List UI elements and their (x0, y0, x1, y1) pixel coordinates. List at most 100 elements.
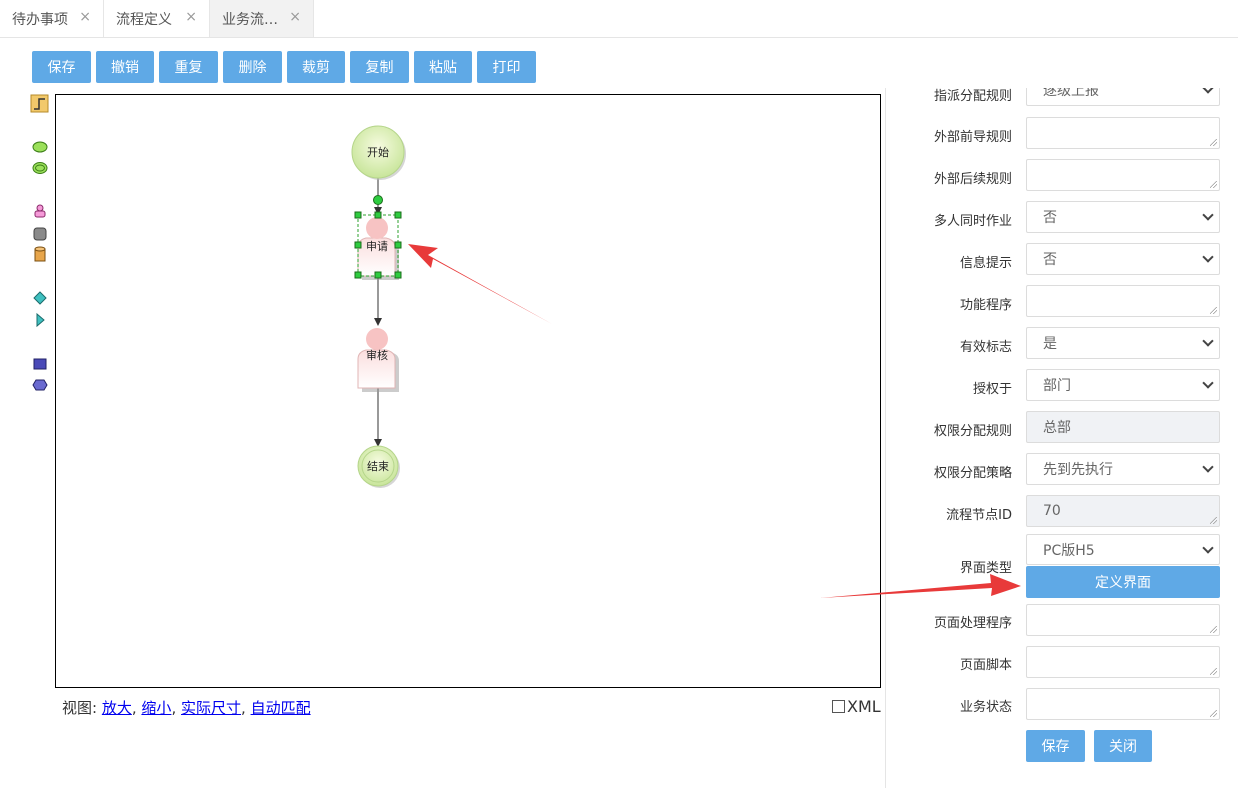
redo-button[interactable]: 重复 (159, 51, 218, 83)
apply-node-label: 申请 (366, 240, 388, 253)
business-status-textarea[interactable] (1026, 688, 1220, 720)
paste-button[interactable]: 粘贴 (414, 51, 472, 83)
field-label: 流程节点ID (946, 508, 1012, 523)
external-post-rule-textarea[interactable] (1026, 159, 1220, 191)
copy-button[interactable]: 复制 (350, 51, 409, 83)
function-program-textarea[interactable] (1026, 285, 1220, 317)
define-ui-button[interactable]: 定义界面 (1026, 566, 1220, 598)
tab-bar: 待办事项 × 流程定义 × 业务流… × (0, 0, 1238, 38)
chevron-down-icon (1202, 88, 1214, 94)
start-node[interactable] (351, 125, 406, 180)
tab-todo[interactable]: 待办事项 × (0, 0, 104, 37)
zoom-out-link[interactable]: 缩小 (141, 699, 172, 717)
end-node[interactable] (357, 445, 400, 488)
end-ellipse-icon[interactable] (32, 162, 48, 174)
field-label: 有效标志 (959, 340, 1012, 355)
multi-user-select[interactable]: 否 (1026, 201, 1220, 233)
panel-save-button[interactable]: 保存 (1026, 730, 1085, 762)
permission-strategy-select[interactable]: 先到先执行 (1026, 453, 1220, 485)
view-bar: 视图: 放大, 缩小, 实际尺寸, 自动匹配 (62, 697, 311, 718)
triangle-icon[interactable] (36, 312, 45, 328)
close-icon[interactable]: × (185, 9, 197, 25)
start-node-label: 开始 (367, 145, 389, 159)
tab-label: 业务流… (222, 11, 278, 28)
print-button[interactable]: 打印 (477, 51, 536, 83)
xml-toggle[interactable]: XML (832, 697, 881, 716)
task-icon[interactable] (33, 227, 47, 241)
save-button[interactable]: 保存 (32, 51, 91, 83)
field-label: 功能程序 (959, 298, 1012, 313)
arrowhead-icon (374, 439, 382, 447)
select-value: 是 (1043, 336, 1057, 352)
diamond-icon[interactable] (33, 291, 47, 305)
shape-palette (30, 94, 49, 391)
database-icon[interactable] (34, 246, 46, 262)
panel-close-button[interactable]: 关闭 (1094, 730, 1152, 762)
tab-business-process[interactable]: 业务流… × (210, 0, 314, 37)
chevron-down-icon (1202, 335, 1214, 347)
field-label: 授权于 (972, 382, 1012, 397)
select-value: PC版H5 (1043, 542, 1095, 559)
arrowhead-icon (374, 207, 382, 215)
arrowhead-icon (374, 318, 382, 326)
separator: , (171, 699, 177, 717)
actor-icon[interactable] (34, 204, 46, 218)
field-label: 多人同时作业 (933, 214, 1012, 229)
field-label: 权限分配规则 (933, 424, 1012, 439)
close-icon[interactable]: × (289, 9, 301, 25)
select-value: 先到先执行 (1043, 462, 1113, 478)
delete-button[interactable]: 删除 (223, 51, 282, 83)
authorize-to-select[interactable]: 部门 (1026, 369, 1220, 401)
select-value: 部门 (1043, 378, 1071, 394)
tab-label: 待办事项 (12, 11, 68, 28)
tab-label: 流程定义 (116, 11, 172, 28)
permission-rule-input: 总部 (1026, 411, 1220, 443)
field-label: 外部前导规则 (933, 130, 1012, 145)
node-properties-panel: 指派分配规则 逐级上报 外部前导规则 外部后续规则 多人同时作业 否 信息提示 … (885, 88, 1238, 788)
chevron-down-icon (1202, 542, 1214, 554)
page-handler-textarea[interactable] (1026, 604, 1220, 636)
rectangle-icon[interactable] (33, 358, 47, 370)
select-value: 否 (1043, 252, 1057, 268)
zoom-in-link[interactable]: 放大 (101, 699, 132, 717)
node-id-textarea: 70 (1026, 495, 1220, 527)
external-pre-rule-textarea[interactable] (1026, 117, 1220, 149)
hexagon-icon[interactable] (32, 379, 48, 391)
separator: , (131, 699, 137, 717)
xml-label: XML (847, 697, 881, 716)
field-label: 页面脚本 (959, 658, 1012, 673)
field-label: 业务状态 (959, 700, 1012, 715)
select-value: 否 (1043, 210, 1057, 226)
field-label: 信息提示 (959, 256, 1012, 271)
ui-type-select[interactable]: PC版H5 (1026, 534, 1220, 565)
chevron-down-icon (1202, 209, 1214, 221)
tab-process-definition[interactable]: 流程定义 × (104, 0, 210, 37)
selection-handles[interactable] (354, 195, 402, 279)
field-label: 页面处理程序 (933, 616, 1012, 631)
separator: , (241, 699, 246, 717)
chevron-down-icon (1202, 461, 1214, 473)
review-node[interactable] (357, 328, 399, 392)
page-script-textarea[interactable] (1026, 646, 1220, 678)
auto-fit-link[interactable]: 自动匹配 (250, 699, 311, 717)
info-prompt-select[interactable]: 否 (1026, 243, 1220, 275)
start-ellipse-icon[interactable] (32, 141, 48, 153)
assign-rule-select[interactable]: 逐级上报 (1026, 88, 1220, 106)
connector-tool-icon[interactable] (30, 94, 49, 113)
field-label: 权限分配策略 (933, 466, 1012, 481)
review-node-label: 审核 (366, 348, 388, 362)
field-label: 外部后续规则 (933, 172, 1012, 187)
xml-checkbox[interactable] (832, 700, 845, 713)
actual-size-link[interactable]: 实际尺寸 (181, 699, 242, 717)
diagram-canvas[interactable]: 开始 申请 审核 (55, 94, 881, 688)
end-node-label: 结束 (367, 460, 389, 473)
cut-button[interactable]: 裁剪 (287, 51, 345, 83)
chevron-down-icon (1202, 377, 1214, 389)
view-label: 视图: (62, 699, 98, 717)
valid-flag-select[interactable]: 是 (1026, 327, 1220, 359)
undo-button[interactable]: 撤销 (96, 51, 154, 83)
select-value: 逐级上报 (1043, 88, 1099, 99)
close-icon[interactable]: × (79, 9, 91, 25)
chevron-down-icon (1202, 251, 1214, 263)
field-label: 指派分配规则 (933, 89, 1012, 104)
